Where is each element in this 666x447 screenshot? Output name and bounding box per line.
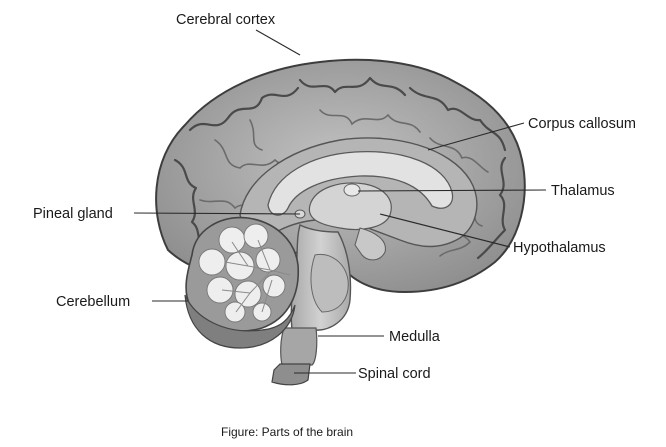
label-medulla: Medulla — [389, 329, 441, 345]
label-spinal-cord: Spinal cord — [358, 366, 431, 382]
arbor-branches — [221, 239, 291, 313]
label-hypothalamus: Hypothalamus — [513, 240, 606, 256]
label-corpus-callosum: Corpus callosum — [528, 116, 636, 132]
cerebellum-lower — [184, 294, 296, 349]
pons-bulge — [310, 253, 349, 313]
spinal-cord-shape — [271, 363, 311, 386]
corpus-callosum-shape — [267, 150, 454, 216]
leader-pineal-gland — [133, 212, 301, 215]
leader-lines — [133, 29, 547, 374]
medulla-shape — [280, 327, 318, 366]
leader-corpus-callosum — [427, 122, 525, 151]
leader-cerebral-cortex — [255, 29, 301, 56]
leader-thalamus — [357, 189, 547, 192]
label-pineal-gland: Pineal gland — [33, 206, 113, 222]
label-thalamus: Thalamus — [551, 183, 615, 199]
leader-hypothalamus — [379, 213, 511, 248]
label-cerebral-cortex: Cerebral cortex — [176, 12, 276, 28]
hypothalamus-shape — [354, 227, 386, 261]
label-cerebellum: Cerebellum — [56, 294, 130, 310]
thalamus-shape — [308, 182, 392, 231]
thalamus-nucleus — [343, 183, 361, 197]
figure-caption: Figure: Parts of the brain — [221, 425, 353, 439]
